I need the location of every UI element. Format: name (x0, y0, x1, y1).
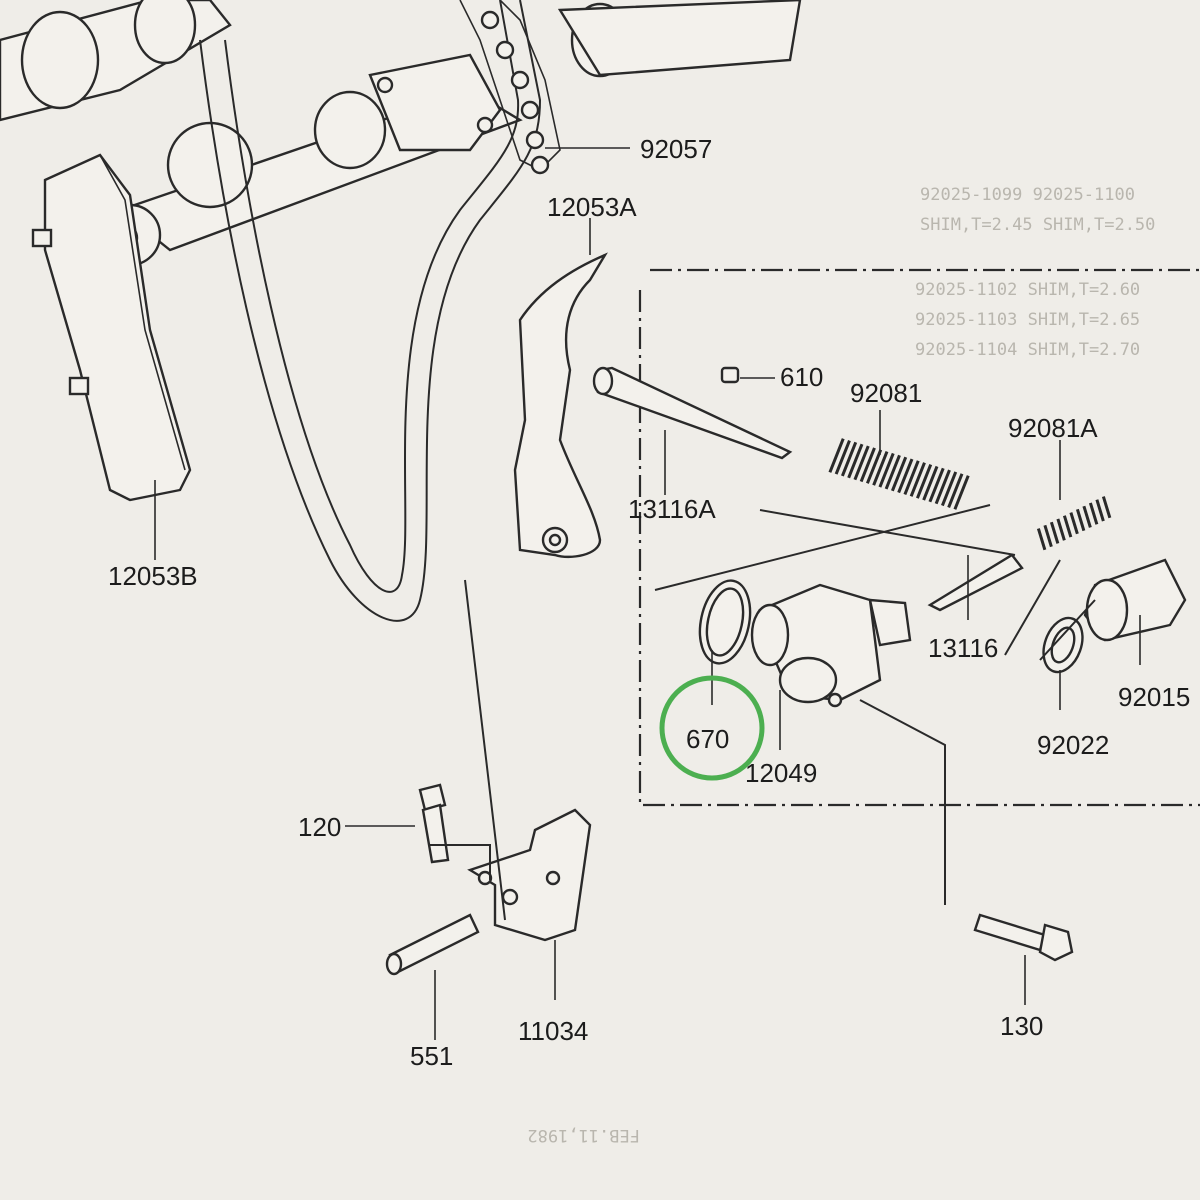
spring-coil (828, 438, 845, 473)
label-11034: 11034 (518, 1016, 588, 1046)
label-12053B: 12053B (108, 561, 198, 591)
spring-coil (1049, 521, 1060, 544)
spring-coil (909, 462, 926, 497)
highlight-circle (659, 675, 765, 781)
ghost-line-3: 92025-1102 SHIM,T=2.60 (915, 280, 1140, 300)
bolt-120 (418, 783, 450, 864)
cam-chain (199, 0, 561, 622)
label-92015: 92015 (1118, 682, 1190, 712)
label-670: 670 (686, 724, 729, 754)
dowel-551 (385, 913, 480, 976)
spring-coil (1088, 502, 1099, 525)
spring-92081A (1036, 496, 1112, 551)
spring-coil (940, 471, 958, 507)
label-610: 610 (780, 362, 823, 392)
spring-coil (834, 439, 851, 475)
tensioner-enclosure (638, 268, 1200, 807)
label-551: 551 (410, 1041, 453, 1071)
spring-coil (928, 467, 945, 503)
spring-coil (840, 441, 858, 477)
label-13116: 13116 (928, 633, 998, 663)
spring-coil (1095, 499, 1105, 522)
leader-lines (154, 147, 1141, 1040)
label-12053A: 12053A (547, 192, 637, 222)
spring-coil (1082, 505, 1092, 528)
ghost-line-1: 92025-1099 92025-1100 (920, 185, 1135, 205)
plunger-13116 (927, 553, 1024, 612)
spring-coil (853, 445, 870, 481)
label-120: 120 (298, 812, 341, 842)
spring-coil (915, 464, 933, 499)
bracket-11034 (467, 808, 592, 942)
ghost-date: FEB.11,1982 (527, 1125, 640, 1145)
spring-coil (865, 449, 883, 484)
ghost-line-2: SHIM,T=2.45 SHIM,T=2.50 (920, 215, 1155, 235)
label-130: 130 (1000, 1011, 1043, 1041)
label-92057: 92057 (640, 134, 712, 164)
label-92081A: 92081A (1008, 413, 1098, 443)
spring-coil (922, 465, 939, 501)
spring-coil (878, 452, 895, 488)
spring-coil (1101, 496, 1112, 519)
ghost-line-4: 92025-1103 SHIM,T=2.65 (915, 310, 1140, 330)
label-92022: 92022 (1037, 730, 1109, 760)
spring-coil (884, 454, 901, 490)
spring-coil (1056, 518, 1066, 541)
label-13116A: 13116A (628, 494, 716, 524)
spring-coil (847, 443, 864, 479)
spring-coil (934, 469, 951, 505)
ghost-line-5: 92025-1104 SHIM,T=2.70 (915, 340, 1140, 360)
o-ring-670 (698, 579, 752, 665)
spring-coil (953, 475, 970, 510)
chain-guide-12053A (513, 252, 608, 559)
spring-coil (1069, 512, 1079, 535)
spring-coil (1036, 528, 1047, 551)
pin-610 (720, 366, 740, 384)
spring-coil (872, 451, 889, 486)
part-labels: 92057 12053A 610 92081 92081A 13116A 120… (108, 134, 1190, 1071)
label-12049: 12049 (745, 758, 817, 788)
chain-guide-12053B (31, 153, 192, 502)
washer-92022 (1042, 616, 1084, 674)
spring-coil (1075, 508, 1086, 532)
bleed-through-text: 92025-1099 92025-1100 SHIM,T=2.45 SHIM,T… (527, 185, 1155, 1145)
spring-coil (903, 460, 920, 496)
camshaft-upper (0, 0, 802, 122)
label-92081: 92081 (850, 378, 922, 408)
spring-coil (897, 458, 914, 494)
pushrod-13116A (592, 366, 793, 460)
spring-coil (1043, 524, 1053, 548)
spring-92081 (828, 438, 970, 510)
tensioner-body-12049 (750, 583, 912, 708)
cap-92015 (1083, 558, 1187, 642)
spring-coil (1062, 515, 1073, 538)
spring-coil (890, 456, 908, 492)
bolt-130 (973, 913, 1074, 962)
camshaft-lower (98, 53, 523, 267)
spring-coil (859, 447, 876, 483)
spring-coil (947, 473, 964, 508)
